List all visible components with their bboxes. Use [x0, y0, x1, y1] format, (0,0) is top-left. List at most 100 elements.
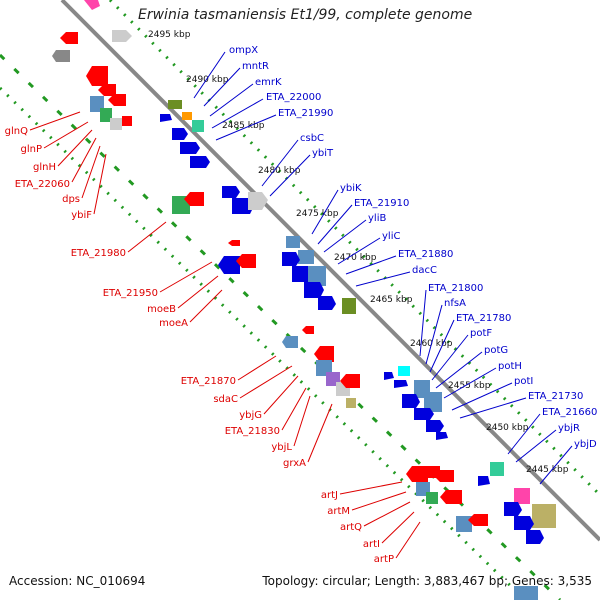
gene-label[interactable]: glnP	[21, 144, 43, 155]
gene-feature[interactable]	[490, 462, 504, 476]
gene-label[interactable]: ybjD	[574, 439, 597, 450]
gene-label[interactable]: moeA	[159, 318, 188, 329]
gene-feature[interactable]	[84, 0, 100, 10]
gene-label[interactable]: yliC	[382, 231, 400, 242]
gene-feature[interactable]	[192, 120, 204, 132]
gene-label[interactable]: ETA_21980	[71, 248, 126, 259]
gene-feature[interactable]	[424, 392, 442, 412]
gene-feature[interactable]	[228, 240, 240, 246]
gene-feature[interactable]	[298, 250, 314, 264]
gene-feature[interactable]	[172, 128, 188, 140]
gene-label[interactable]: ETA_21880	[398, 249, 453, 260]
gene-label[interactable]: ybiF	[71, 210, 92, 221]
gene-label[interactable]: emrK	[255, 77, 282, 88]
gene-feature[interactable]	[514, 586, 538, 600]
gene-label[interactable]: potI	[514, 376, 533, 387]
gene-label[interactable]: ETA_21950	[103, 288, 158, 299]
gene-label[interactable]: potH	[498, 361, 522, 372]
gene-feature[interactable]	[440, 490, 462, 504]
gene-label[interactable]: artQ	[340, 522, 362, 533]
gene-label[interactable]: glnH	[33, 162, 56, 173]
gene-feature[interactable]	[398, 366, 410, 376]
gene-feature[interactable]	[168, 100, 182, 109]
gene-feature[interactable]	[108, 94, 126, 106]
gene-feature[interactable]	[184, 192, 204, 206]
gene-label[interactable]: yliB	[368, 213, 386, 224]
gene-feature[interactable]	[394, 380, 408, 388]
gene-feature[interactable]	[426, 492, 438, 504]
gene-label[interactable]: ybiK	[340, 183, 362, 194]
gene-label[interactable]: ETA_21830	[225, 426, 280, 437]
gene-label[interactable]: dps	[62, 194, 80, 205]
gene-label[interactable]: ybiT	[312, 148, 334, 159]
gene-label[interactable]: ompX	[229, 45, 258, 56]
gene-label[interactable]: ETA_21800	[428, 283, 483, 294]
gene-label[interactable]: artJ	[321, 490, 338, 501]
gene-feature[interactable]	[304, 282, 324, 298]
gene-feature[interactable]	[180, 142, 200, 154]
gene-feature[interactable]	[236, 254, 256, 268]
gene-feature[interactable]	[514, 488, 530, 504]
gene-label[interactable]: grxA	[283, 458, 306, 469]
gene-label[interactable]: ETA_21660	[542, 407, 597, 418]
gene-label[interactable]: ETA_21730	[528, 391, 583, 402]
gene-feature[interactable]	[98, 84, 116, 96]
gene-feature[interactable]	[434, 470, 454, 482]
gene-feature[interactable]	[384, 372, 394, 380]
gene-label[interactable]: nfsA	[444, 298, 466, 309]
gene-label[interactable]: ETA_21910	[354, 198, 409, 209]
gene-label[interactable]: dacC	[412, 265, 437, 276]
gene-label[interactable]: ETA_22060	[15, 179, 70, 190]
gene-label[interactable]: moeB	[147, 304, 176, 315]
gene-label[interactable]: artI	[363, 539, 380, 550]
gene-feature[interactable]	[314, 346, 334, 362]
gene-feature[interactable]	[478, 476, 490, 486]
gene-label[interactable]: ETA_21780	[456, 313, 511, 324]
gene-feature[interactable]	[222, 186, 240, 198]
gene-label[interactable]: potF	[470, 328, 492, 339]
gene-feature[interactable]	[340, 374, 360, 388]
gene-label[interactable]: ETA_22000	[266, 92, 321, 103]
gene-feature[interactable]	[218, 256, 240, 274]
gene-label[interactable]: ybjR	[558, 423, 580, 434]
gene-feature[interactable]	[282, 336, 298, 348]
gene-feature[interactable]	[406, 466, 428, 482]
gene-feature[interactable]	[52, 50, 70, 62]
gene-feature[interactable]	[112, 30, 132, 42]
gene-feature[interactable]	[182, 112, 192, 120]
gene-label[interactable]: ETA_21870	[181, 376, 236, 387]
gene-feature[interactable]	[504, 502, 522, 516]
gene-feature[interactable]	[318, 296, 336, 310]
gene-label[interactable]: csbC	[300, 133, 324, 144]
gene-label[interactable]: potG	[484, 345, 508, 356]
gene-feature[interactable]	[526, 530, 544, 544]
gene-feature[interactable]	[426, 420, 444, 432]
gene-feature[interactable]	[110, 118, 122, 130]
gene-feature[interactable]	[292, 266, 312, 282]
gene-label[interactable]: sdaC	[213, 394, 238, 405]
gene-label[interactable]: artM	[327, 506, 350, 517]
gene-label[interactable]: mntR	[242, 61, 269, 72]
gene-feature[interactable]	[436, 432, 448, 440]
gene-feature[interactable]	[60, 32, 78, 44]
gene-feature[interactable]	[248, 192, 268, 210]
gene-label[interactable]: artP	[374, 554, 394, 565]
gene-feature[interactable]	[514, 516, 534, 530]
gene-feature[interactable]	[532, 504, 556, 528]
gene-label[interactable]: ETA_21990	[278, 108, 333, 119]
gene-feature[interactable]	[86, 66, 108, 86]
gene-label[interactable]: glnQ	[5, 126, 28, 137]
gene-feature[interactable]	[122, 116, 132, 126]
gene-feature[interactable]	[308, 266, 326, 286]
gene-feature[interactable]	[402, 394, 420, 408]
gene-feature[interactable]	[100, 108, 112, 122]
gene-feature[interactable]	[286, 236, 300, 248]
gene-feature[interactable]	[414, 408, 434, 420]
gene-feature[interactable]	[468, 514, 488, 526]
gene-label[interactable]: ybjG	[239, 410, 262, 421]
gene-feature[interactable]	[190, 156, 210, 168]
gene-feature[interactable]	[346, 398, 356, 408]
gene-label[interactable]: ybjL	[271, 442, 292, 453]
gene-feature[interactable]	[302, 326, 314, 334]
gene-feature[interactable]	[160, 114, 172, 122]
